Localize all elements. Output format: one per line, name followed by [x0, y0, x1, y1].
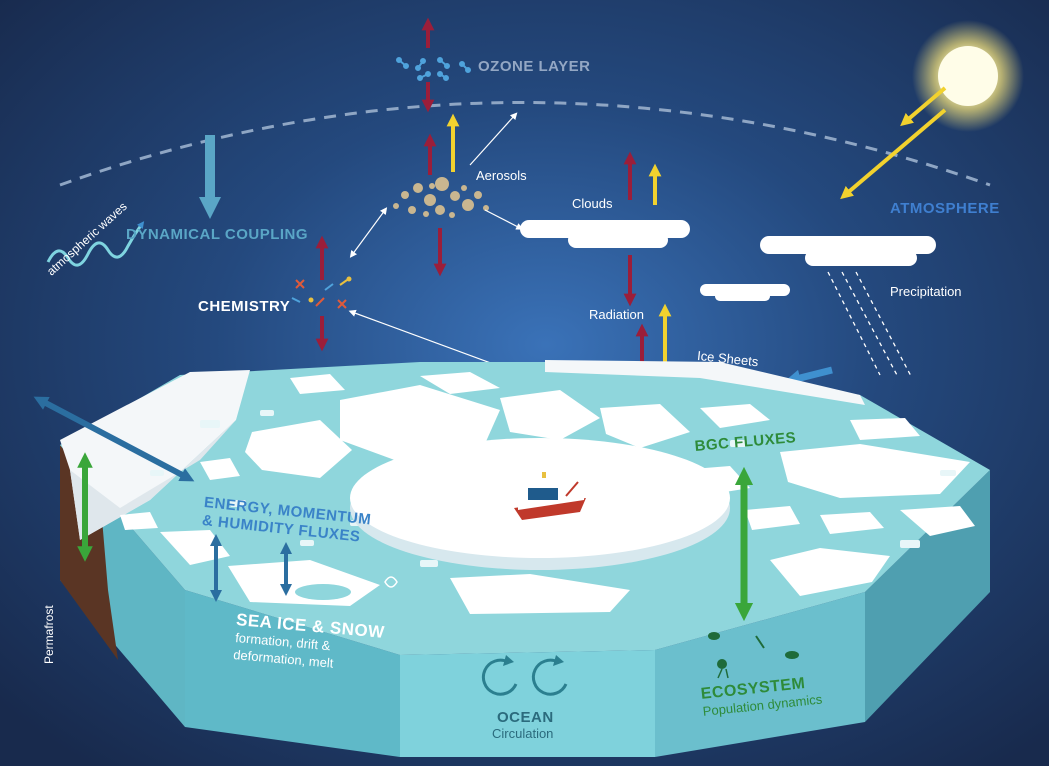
- ocean-title: OCEAN: [497, 709, 554, 726]
- platform-side-ocean: [400, 650, 655, 757]
- ice-core-icon: [384, 576, 398, 588]
- interaction-arrow: [469, 112, 518, 166]
- chemistry-label: CHEMISTRY: [198, 298, 291, 315]
- cloud-2: [760, 236, 936, 266]
- cloud-1: [520, 220, 690, 248]
- platform-side-sea-ice: [185, 590, 400, 757]
- cloud-3: [700, 284, 790, 301]
- aerosol-particles: [393, 177, 489, 218]
- atmospheric-waves-icon: [46, 221, 145, 267]
- ship-icon: [514, 472, 586, 520]
- ocean-subtitle: Circulation: [492, 726, 554, 741]
- interaction-arrow: [484, 209, 524, 230]
- sunlight-arrow: [840, 108, 947, 200]
- plankton-icon: [708, 632, 799, 679]
- atmosphere-boundary-arc: [59, 101, 991, 187]
- sun-icon: [912, 20, 1024, 132]
- ice-sheet-flow-arrow: [783, 366, 833, 387]
- ice-floes: [120, 372, 975, 614]
- molecule-icon: [396, 57, 471, 81]
- ice-sheet-right: [545, 360, 865, 405]
- platform-side-ecosystem: [655, 592, 865, 757]
- ozone-layer-label: OZONE LAYER: [478, 58, 591, 75]
- precipitation-lines: [827, 271, 913, 379]
- clouds-label: Clouds: [572, 196, 613, 211]
- ice-sheet-left-shade: [70, 420, 236, 540]
- aerosols-label: Aerosols: [476, 168, 527, 183]
- melt-pond: [295, 584, 351, 600]
- dynamical-coupling-label: DYNAMICAL COUPLING: [126, 226, 309, 243]
- radiation-label: Radiation: [589, 307, 644, 322]
- precipitation-label: Precipitation: [890, 284, 962, 299]
- interaction-arrow: [349, 207, 388, 258]
- circulation-arrows-icon: [481, 655, 568, 696]
- sunlight-arrow: [900, 86, 947, 127]
- chemistry-molecules-icon: [291, 276, 352, 309]
- atmosphere-label: ATMOSPHERE: [890, 200, 1000, 217]
- platform-side-right: [865, 470, 990, 722]
- permafrost-label: Permafrost: [42, 605, 56, 664]
- energy-flux-arrow: [33, 396, 195, 482]
